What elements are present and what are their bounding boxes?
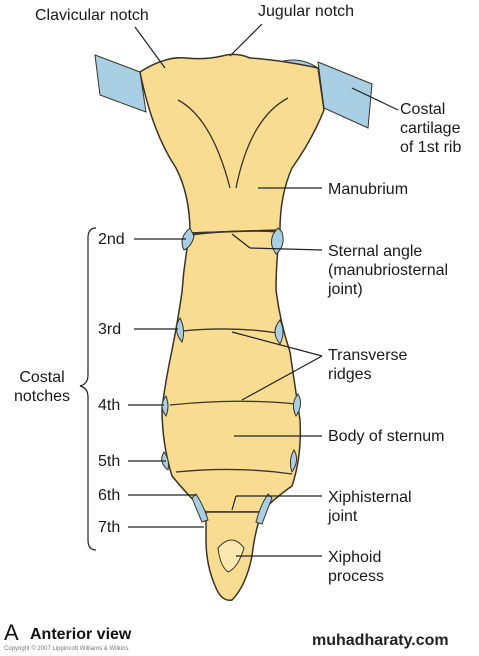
leader-xiphisternal-2 (231, 495, 237, 511)
notch-5th-right (289, 449, 298, 474)
leader-clavicular-notch (134, 26, 166, 69)
notch-6-7-right (255, 493, 273, 525)
manubrium-ridge-left (177, 99, 231, 189)
copyright-text: Copyright © 2007 Lippincott Williams & W… (4, 646, 129, 652)
label-xiphisternal-joint: Xiphisternal joint (328, 489, 412, 525)
label-clavicular-notch: Clavicular notch (35, 7, 149, 24)
label-xiphoid-process: Xiphoid process (328, 549, 385, 585)
leader-ridge-1 (231, 331, 323, 357)
label-costal-cartilage: Costal cartilage of 1st rib (400, 101, 462, 156)
label-notch-3rd: 3rd (98, 321, 122, 338)
label-costal-notches: Costal notches (14, 369, 71, 405)
label-sternal-angle: Sternal angle (manubriosternal joint) (328, 243, 449, 298)
label-manubrium: Manubrium (328, 181, 409, 198)
leader-lines (79, 23, 399, 557)
label-notch-5th: 5th (98, 453, 121, 470)
manubrium-ridge-right (235, 97, 289, 189)
transverse-ridge-3 (175, 468, 293, 475)
notch-2nd-right (271, 227, 284, 255)
notch-3rd-right (274, 319, 284, 345)
label-notch-4th: 4th (98, 397, 121, 414)
figure-caption: Anterior view (30, 626, 132, 643)
notch-4th-left (161, 395, 169, 417)
leader-sternal-angle (249, 247, 323, 251)
label-notch-7th: 7th (98, 519, 121, 536)
left-costal-cartilage (94, 54, 147, 113)
leader-jugular-notch (229, 23, 263, 57)
leader-costal-cartilage (351, 87, 399, 111)
notch-3rd-left (176, 317, 185, 344)
sternal-angle-joint (189, 230, 281, 236)
figure-letter: A (4, 620, 19, 645)
notch-2nd-left (181, 227, 195, 251)
manubrium (139, 53, 325, 234)
transverse-ridge-1 (181, 328, 279, 334)
leader-ridge-2 (241, 355, 323, 401)
transverse-ridge-2 (169, 400, 297, 406)
label-body-of-sternum: Body of sternum (328, 428, 445, 445)
label-notch-2nd: 2nd (98, 231, 125, 248)
label-notch-6th: 6th (98, 487, 121, 504)
notch-4th-right (292, 393, 302, 417)
leader-sternal-angle-2 (231, 233, 251, 249)
watermark: muhadharaty.com (312, 632, 449, 649)
notch-6-7-left (191, 493, 209, 523)
costal-notches-bracket (79, 227, 97, 551)
label-transverse-ridges: Transverse ridges (328, 347, 408, 383)
right-costal-cartilage (317, 61, 373, 129)
label-jugular-notch: Jugular notch (258, 3, 355, 20)
xiphoid-hollow (217, 539, 245, 573)
